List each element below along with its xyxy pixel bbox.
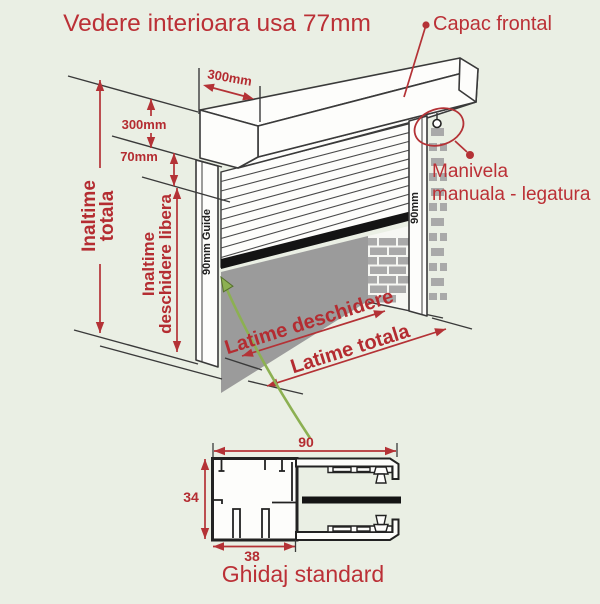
front-cover-label: Capac frontal (433, 13, 552, 35)
svg-text:deschidere libera: deschidere libera (156, 194, 175, 334)
crank-label-line2: manuala - legatura (432, 184, 591, 205)
profile-inner-width-label: 38 (244, 548, 260, 564)
detail-caption: Ghidaj standard (222, 561, 384, 587)
dim-box-height-label: 300mm (122, 117, 167, 132)
leader-dot (422, 21, 430, 29)
profile-tube (211, 457, 299, 542)
dimension-lines (95, 21, 474, 551)
shutter-box (199, 57, 479, 169)
crank-handle-icon (432, 113, 442, 129)
slat-in-channel (302, 496, 401, 504)
free-opening-height-label: Inaltime deschidere libera (139, 194, 175, 334)
arrowheads (95, 21, 474, 551)
crank-label-line1: Manivela (432, 161, 508, 182)
dim-lintel-label: 70mm (120, 149, 158, 164)
right-guide-label: 90mm (409, 192, 421, 224)
profile-height-label: 34 (183, 489, 199, 505)
brush-seals-top (327, 465, 393, 484)
svg-text:Inaltime: Inaltime (79, 180, 100, 252)
brick-wall (368, 226, 409, 312)
leader-dot (466, 151, 474, 159)
profile-tube-interior (214, 460, 296, 538)
profile-width-label: 90 (298, 434, 314, 450)
detail-ticks (212, 443, 398, 552)
guide-profile-detail: 90 34 38 Ghidaj standard (183, 434, 401, 587)
bottom-slat-bar (221, 211, 412, 269)
channel-bottom-flange (295, 518, 400, 541)
total-height-label: Inaltime totala (79, 180, 118, 252)
left-guide-label: 90mm Guide (201, 209, 213, 275)
detail-pointer-arrow (215, 273, 312, 439)
right-guide-rail: 90mm (408, 115, 428, 317)
extension-lines (67, 68, 473, 395)
svg-text:Inaltime: Inaltime (139, 232, 158, 296)
svg-text:totala: totala (97, 190, 118, 241)
shutter-curtain (220, 122, 413, 269)
channel-top-flange (295, 457, 400, 480)
brick-dashes (429, 128, 447, 300)
brush-seals-bottom (327, 514, 393, 533)
left-guide-rail: 90mm Guide (195, 159, 219, 368)
floor-line (367, 301, 444, 319)
page-title: Vedere interioara usa 77mm (63, 10, 371, 37)
